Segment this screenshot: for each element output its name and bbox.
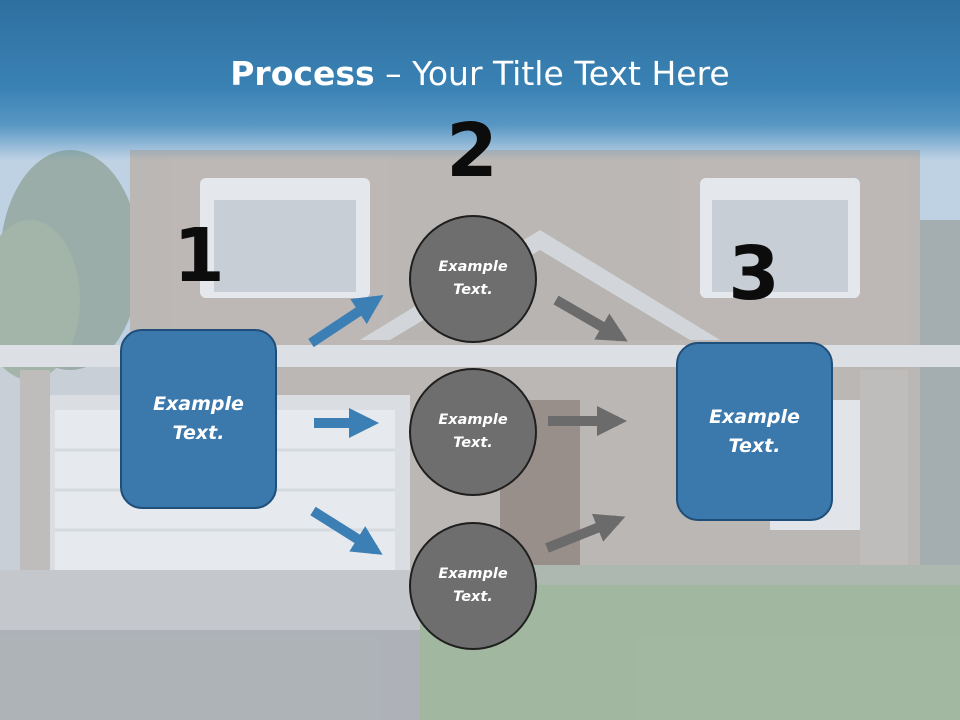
step-number-1: 1 <box>173 213 225 299</box>
step-3-box-text: Example Text. <box>709 405 800 457</box>
step-3-box[interactable]: Example Text. <box>676 342 833 521</box>
step-1-box-text: Example Text. <box>153 393 244 444</box>
circle-middle-text: Example Text. <box>438 412 508 451</box>
step-2-circle-top[interactable]: Example Text. <box>409 215 537 343</box>
step-number-3: 3 <box>728 231 780 317</box>
step-1-box[interactable]: Example Text. <box>120 329 277 509</box>
step-number-2: 2 <box>446 108 498 194</box>
circle-top-text: Example Text. <box>438 259 508 298</box>
title-rest-part: – Your Title Text Here <box>374 54 730 93</box>
step-2-circle-middle[interactable]: Example Text. <box>409 368 537 496</box>
step-2-circle-bottom[interactable]: Example Text. <box>409 522 537 650</box>
circle-bottom-text: Example Text. <box>438 566 508 605</box>
slide-title: Process – Your Title Text Here <box>0 52 960 96</box>
title-band <box>0 0 960 160</box>
title-bold-part: Process <box>230 54 375 93</box>
